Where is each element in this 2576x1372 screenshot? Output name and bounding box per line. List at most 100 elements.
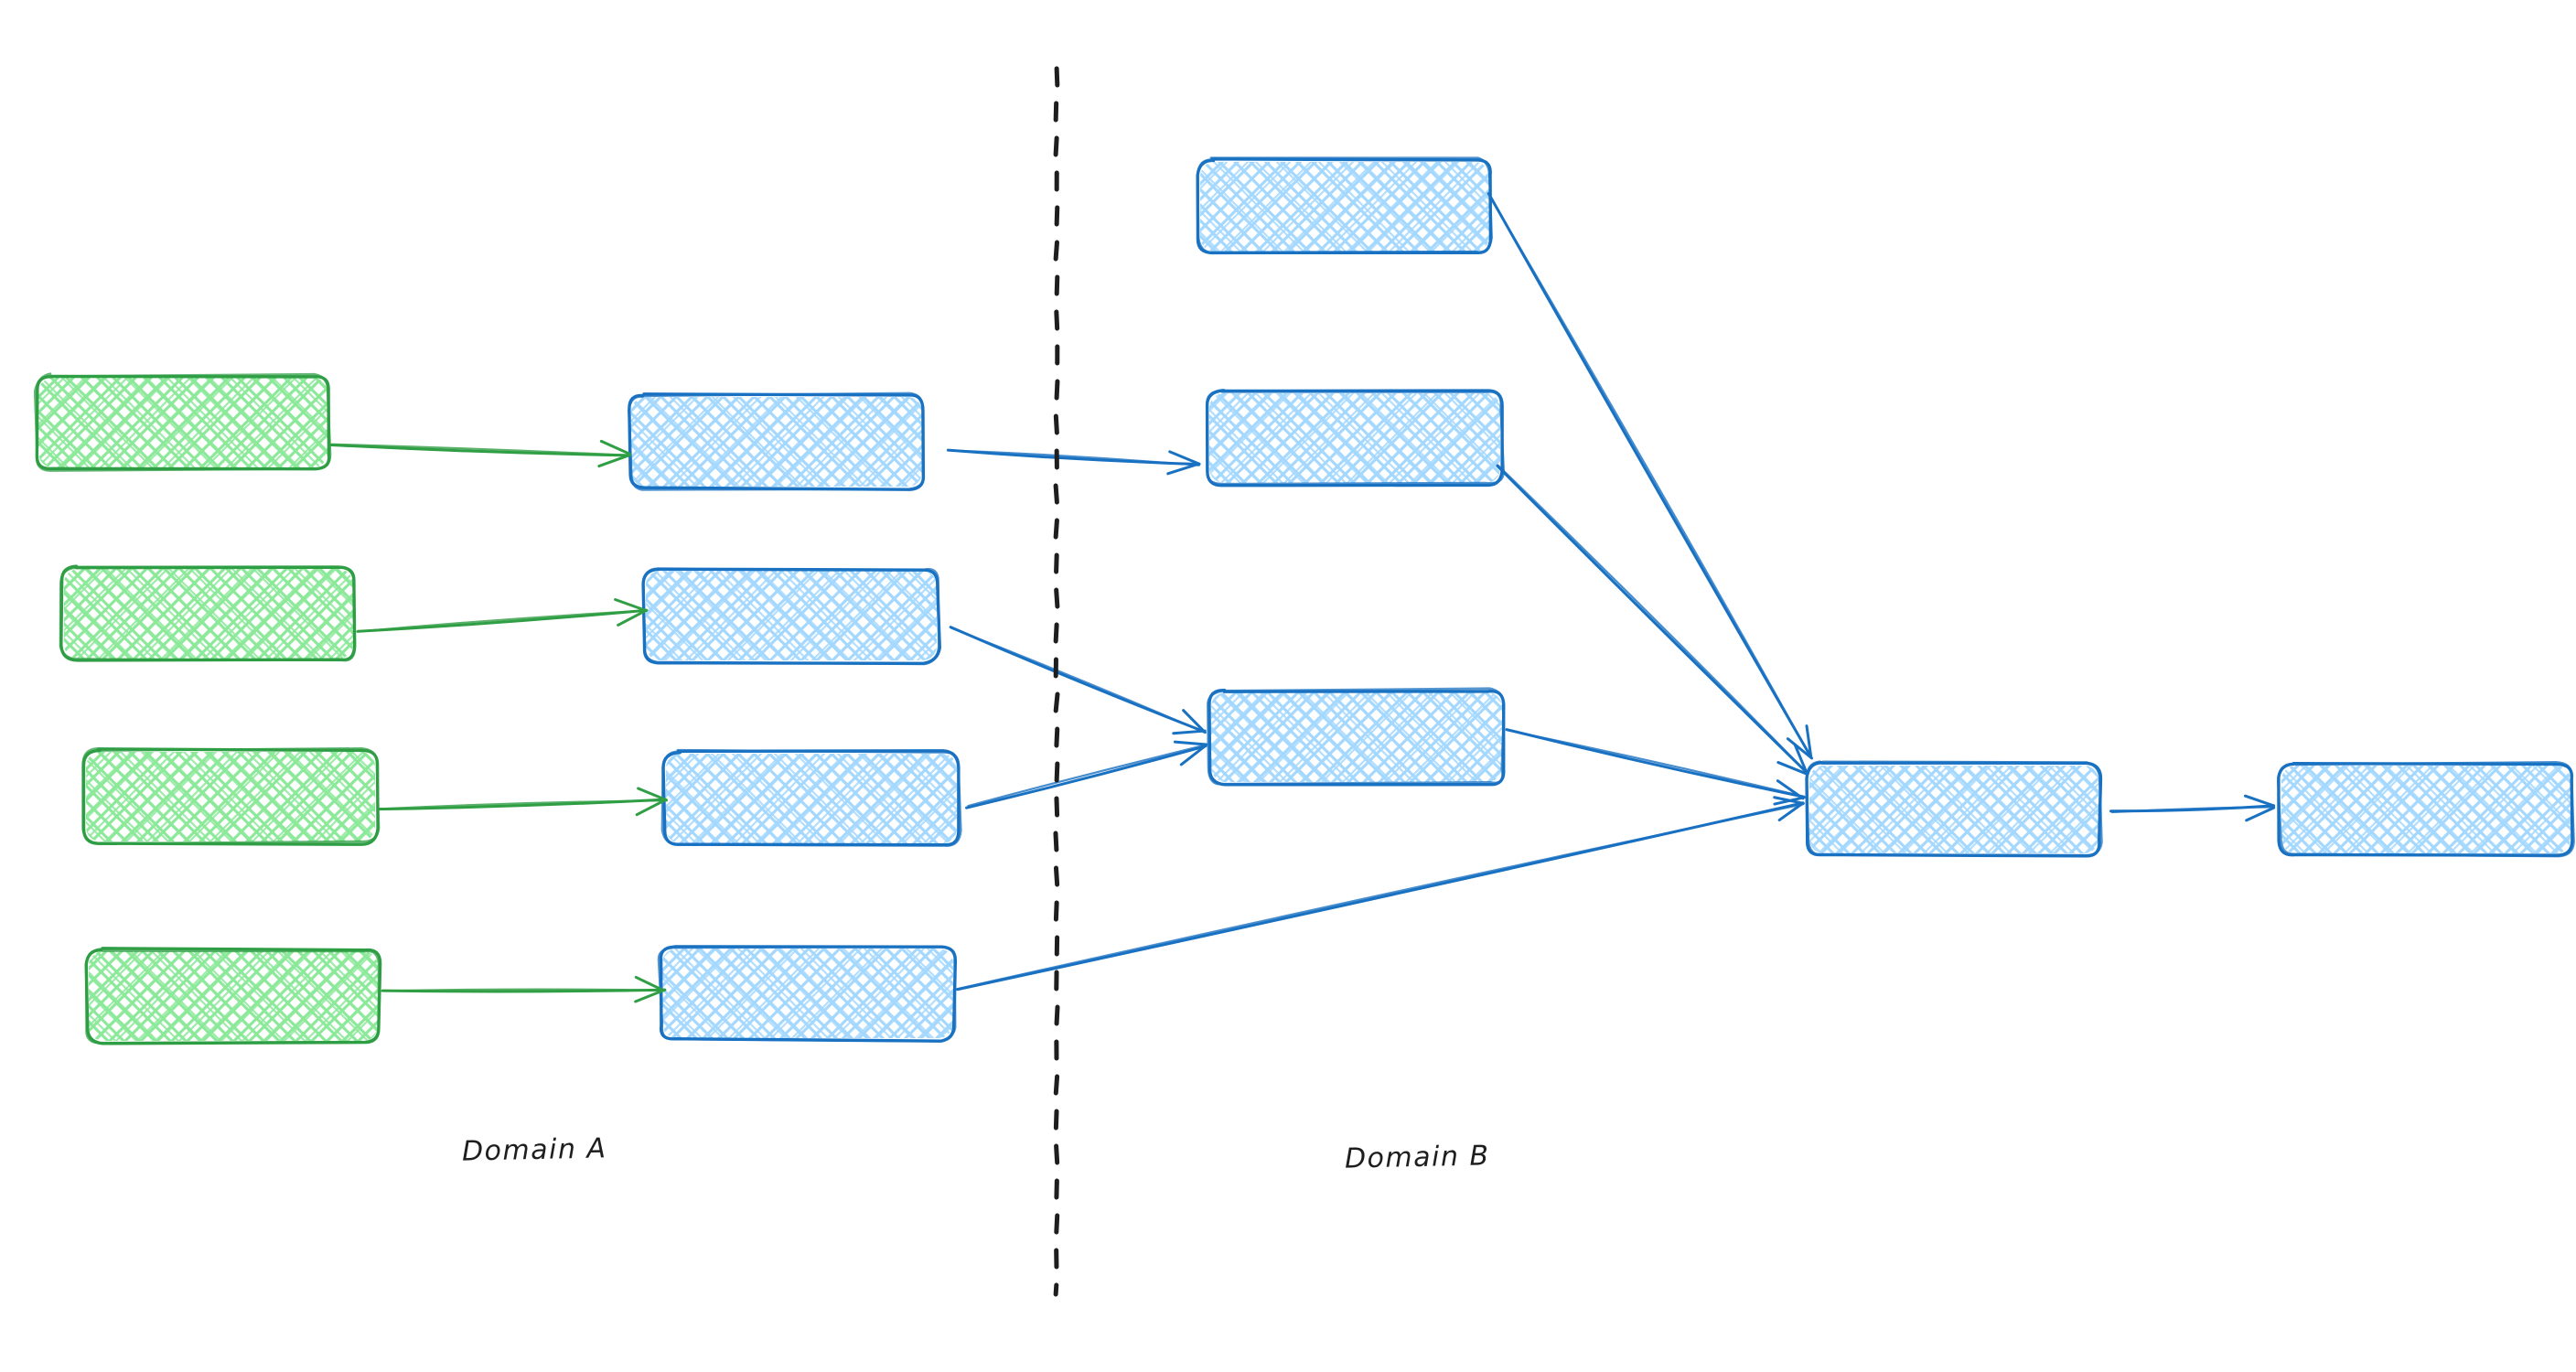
edge-shaft: [1507, 729, 1806, 799]
edge-arrowhead: [1179, 745, 1207, 766]
edge-c2-d1[interactable]: [1496, 464, 1809, 776]
edge-c1-d1[interactable]: [1487, 192, 1813, 760]
edge-arrowhead: [1173, 740, 1208, 746]
domain-divider: [1053, 66, 1060, 1297]
edge-a3-b3[interactable]: [376, 787, 669, 817]
node-a4[interactable]: [84, 947, 382, 1045]
edge-a2-b2[interactable]: [356, 597, 649, 633]
edge-shaft: [330, 443, 630, 456]
edge-shaft: [1487, 192, 1812, 759]
node-fill-overlay: [64, 569, 353, 659]
node-outline: [84, 948, 381, 1045]
node-fill-overlay: [1200, 162, 1489, 252]
edge-b1-c2[interactable]: [946, 448, 1201, 476]
node-a2[interactable]: [59, 564, 357, 662]
edge-arrowhead: [2243, 794, 2276, 808]
divider-dash: [1053, 1109, 1059, 1131]
edge-shaft: [1497, 464, 1809, 774]
node-fill-overlay: [662, 949, 953, 1038]
node-fill-overlay: [2281, 766, 2571, 853]
edge-arrowhead: [599, 439, 631, 456]
node-outline: [2276, 761, 2575, 858]
node-outline: [660, 748, 962, 847]
divider-dash: [1053, 865, 1060, 887]
divider-dash: [1053, 240, 1059, 262]
node-fill-overlay: [631, 397, 922, 487]
node-c1[interactable]: [1196, 156, 1493, 255]
node-fill-overlay: [38, 378, 327, 467]
edge-arrowhead: [1793, 743, 1809, 775]
edge-arrowhead: [1805, 724, 1813, 759]
node-b3[interactable]: [660, 748, 962, 847]
edge-arrowhead: [1773, 796, 1806, 806]
domain-a-label: Domain A: [461, 1132, 607, 1168]
edge-b3-c3[interactable]: [965, 740, 1208, 809]
node-b4[interactable]: [657, 945, 958, 1043]
node-fill-overlay: [89, 951, 378, 1041]
edge-shaft: [946, 449, 1200, 466]
edge-shaft: [2110, 806, 2276, 814]
edge-shaft: [329, 443, 630, 457]
edge-b2-c3[interactable]: [949, 626, 1207, 735]
edge-shaft: [967, 744, 1207, 808]
node-c3[interactable]: [1207, 687, 1506, 787]
edge-b4-d1[interactable]: [954, 796, 1805, 991]
node-fill-overlay: [1809, 766, 2098, 853]
divider-dash: [1053, 413, 1059, 435]
edge-shaft: [356, 609, 646, 633]
domain-b-label: Domain B: [1344, 1140, 1490, 1175]
node-d1[interactable]: [1805, 760, 2103, 858]
edge-a1-b1[interactable]: [329, 439, 632, 468]
node-a1[interactable]: [33, 372, 332, 472]
node-outline: [33, 372, 332, 472]
edge-arrowhead: [1786, 737, 1813, 760]
node-outline: [59, 565, 357, 662]
edge-arrowhead: [634, 975, 665, 992]
node-outline: [1197, 156, 1493, 254]
node-outline: [1207, 687, 1506, 786]
divider-dash: [1053, 691, 1060, 713]
divider-dash: [1053, 900, 1059, 922]
divider-dash: [1053, 483, 1059, 505]
edge-shaft: [1496, 464, 1808, 774]
node-fill-overlay: [646, 571, 937, 660]
edge-c3-d1[interactable]: [1505, 728, 1806, 806]
node-b1[interactable]: [628, 391, 926, 491]
node-outline: [1206, 389, 1506, 486]
edge-d1-e1[interactable]: [2109, 794, 2276, 822]
edge-arrowhead: [1166, 462, 1201, 476]
edge-arrowhead: [635, 798, 668, 817]
divider-dash: [1053, 831, 1059, 852]
edge-arrowhead: [2245, 806, 2276, 822]
node-fill-overlay: [1209, 393, 1500, 483]
node-outline: [641, 567, 940, 666]
divider-dash: [1053, 622, 1059, 644]
node-outline: [81, 746, 381, 845]
node-fill-overlay: [86, 752, 375, 841]
edge-arrowhead: [634, 988, 667, 1003]
nodes-layer: [33, 156, 2575, 1045]
edge-arrowhead: [1172, 729, 1207, 735]
edge-shaft: [381, 988, 667, 992]
node-a3[interactable]: [81, 746, 381, 846]
divider-layer: [1053, 66, 1060, 1297]
divider-dash: [1053, 135, 1059, 157]
node-e1[interactable]: [2276, 761, 2575, 858]
node-outline: [628, 391, 925, 491]
node-fill-overlay: [1211, 692, 1502, 782]
node-b2[interactable]: [641, 567, 941, 666]
edge-arrowhead: [597, 453, 632, 468]
divider-dash: [1053, 1074, 1060, 1096]
divider-dash: [1053, 1282, 1059, 1297]
node-c2[interactable]: [1205, 389, 1506, 488]
node-fill-overlay: [666, 754, 957, 843]
edge-arrowhead: [617, 608, 649, 627]
edge-arrowhead: [1182, 709, 1207, 734]
edge-arrowhead: [1776, 779, 1805, 800]
edge-arrowhead: [1168, 450, 1201, 466]
edge-arrowhead: [1777, 801, 1805, 822]
node-outline: [657, 945, 957, 1043]
edge-a4-b4[interactable]: [381, 975, 667, 1003]
